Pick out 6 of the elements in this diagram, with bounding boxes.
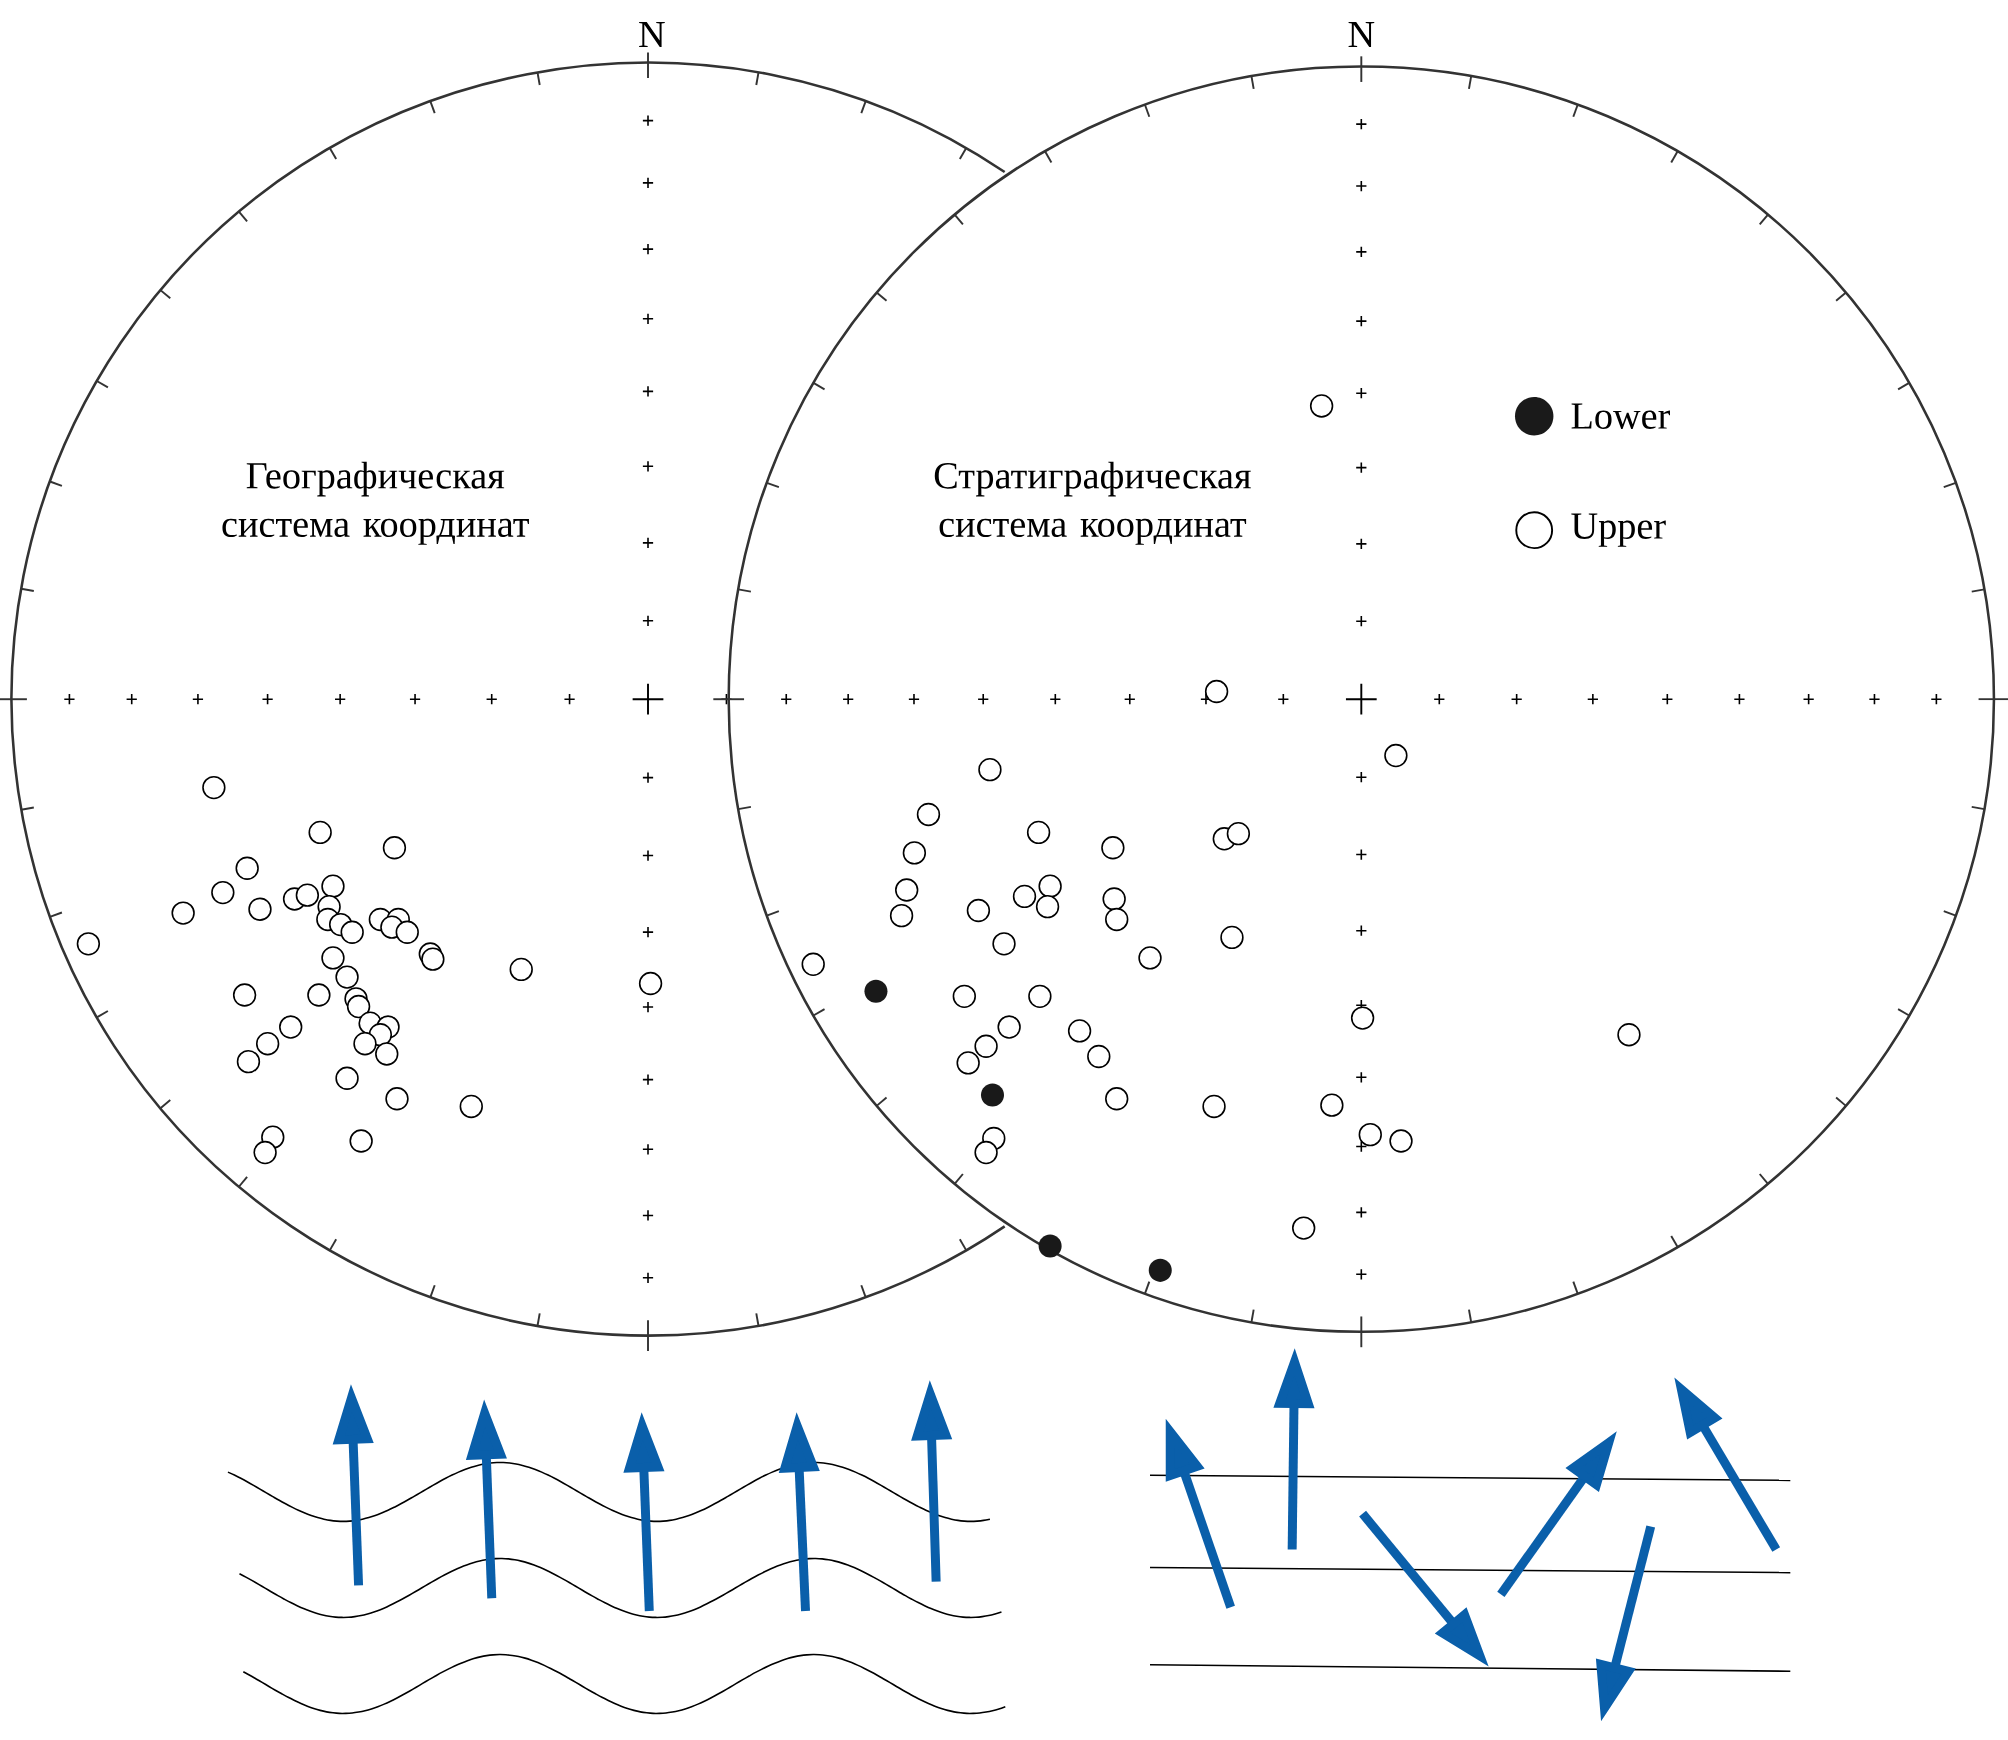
- north-label: N: [639, 21, 665, 47]
- legend-label: Upper: [1571, 513, 1666, 547]
- legend-label: Lower: [1571, 403, 1670, 429]
- plot-label: Географическая система координат: [222, 461, 529, 545]
- plot-label: Стратиграфическая система координат: [934, 461, 1251, 545]
- north-label: N: [1348, 21, 1375, 47]
